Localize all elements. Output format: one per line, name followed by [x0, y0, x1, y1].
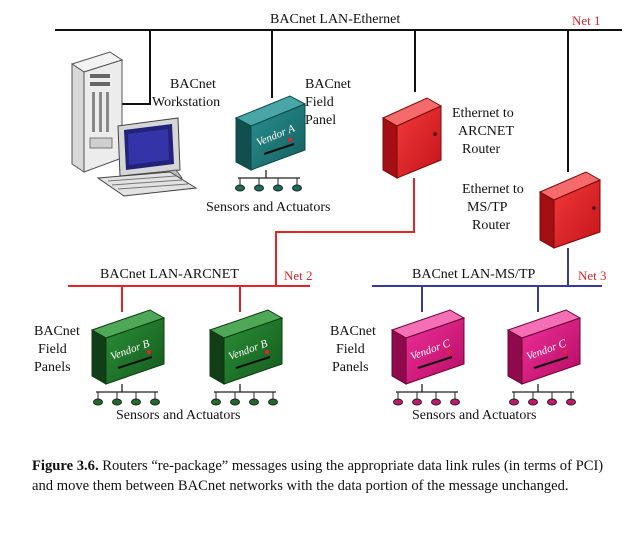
field-panel-label-1: BACnet: [305, 77, 351, 92]
vendor-a-sensors: [235, 178, 302, 192]
figure-caption: Figure 3.6. Routers “re-package” message…: [32, 456, 617, 496]
mstp-label: BACnet LAN-MS/TP: [412, 267, 536, 282]
vendor-a-panel: Vendor A: [234, 95, 307, 171]
router-arcnet-label-3: Router: [462, 142, 500, 157]
vendor-c2-sensors: [509, 392, 576, 406]
vendor-c-panel-1: Vendor C: [390, 309, 466, 385]
field-panels-left-3: Panels: [34, 360, 71, 375]
sensors-label-top: Sensors and Actuators: [206, 200, 330, 215]
sensors-label-left: Sensors and Actuators: [116, 408, 240, 423]
vendor-c-panel-2: Vendor C: [506, 309, 582, 385]
arcnet-link: [275, 178, 415, 286]
router-mstp: [538, 171, 602, 249]
workstation-drop: [118, 30, 151, 105]
vendor-c1-sensors: [393, 392, 460, 406]
workstation-icon: [70, 51, 198, 197]
field-panel-label-3: Panel: [305, 113, 336, 128]
router-arcnet-label-1: Ethernet to: [452, 106, 514, 121]
workstation-label-1: BACnet: [170, 77, 216, 92]
arcnet-label: BACnet LAN-ARCNET: [100, 267, 239, 282]
field-panels-left-1: BACnet: [34, 324, 80, 339]
router-mstp-label-3: Router: [472, 218, 510, 233]
net1-tag: Net 1: [572, 13, 601, 28]
field-panels-left-2: Field: [38, 342, 67, 357]
sensors-label-right: Sensors and Actuators: [412, 408, 536, 423]
router-mstp-label-1: Ethernet to: [462, 182, 524, 197]
caption-text: Routers “re-package” messages using the …: [32, 458, 604, 494]
ethernet-label: BACnet LAN-Ethernet: [270, 12, 400, 27]
field-panel-label-2: Field: [305, 95, 334, 110]
net2-tag: Net 2: [284, 268, 313, 283]
net3-tag: Net 3: [578, 268, 607, 283]
vendor-b-panel-2: Vendor B: [208, 309, 284, 385]
vendor-b2-sensors: [211, 392, 278, 406]
field-panels-right-2: Field: [336, 342, 365, 357]
vendor-b-panel-1: Vendor B: [90, 309, 166, 385]
field-panels-right-1: BACnet: [330, 324, 376, 339]
router-arcnet-label-2: ARCNET: [458, 124, 514, 139]
router-mstp-label-2: MS/TP: [467, 200, 508, 215]
router-arcnet: [381, 97, 443, 179]
figure-number: Figure 3.6.: [32, 458, 99, 474]
workstation-label-2: Workstation: [152, 95, 220, 110]
diagram-svg: BACnet LAN-Ethernet Net 1 BACnet Worksta…: [34, 12, 622, 423]
field-panels-right-3: Panels: [332, 360, 369, 375]
vendor-b1-sensors: [93, 392, 160, 406]
